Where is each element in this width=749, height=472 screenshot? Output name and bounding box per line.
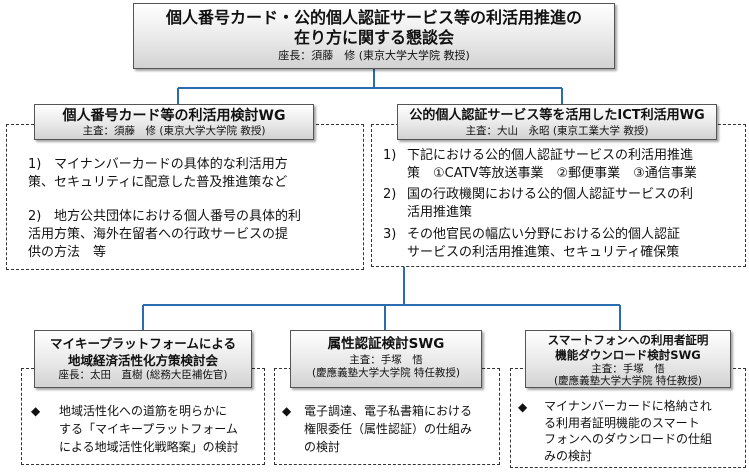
council-chair: 座長：須藤 修 (東京大学大学院 教授) xyxy=(278,49,470,62)
council-title-line1: 個人番号カード・公的個人認証サービス等の利活用推進の xyxy=(165,8,582,27)
wg1-item-1: 1) マイナンバーカードの具体的な利活用方 策、セキュリティに配意した普及推進策… xyxy=(28,157,288,190)
swg1-chair: 座長：太田 直樹 (総務大臣補佐官) xyxy=(58,369,228,381)
wg2-item-2: 2) 国の行政機関における公的個人認証サービスの利 活用推進策 xyxy=(383,187,694,220)
swg3-title-line2: 機能ダウンロード検討SWG xyxy=(555,348,701,362)
wg1-item-2: 2) 地方公共団体における個人番号の具体的利 活用方策、海外在留者への行政サービ… xyxy=(28,209,302,260)
swg1-title-line2: 地域経済活性化方策検討会 xyxy=(67,353,218,368)
wg2-header: 公的個人認証サービス等を活用したICT利活用WG 主査：大山 永昭 (東京工業大… xyxy=(397,104,717,140)
swg3-chair-line2: (慶應義塾大学大学院 特任教授) xyxy=(553,375,703,387)
swg2-chair-line2: (慶應義塾大学大学院 特任教授) xyxy=(311,367,461,379)
swg3-title-line1: スマートフォンへの利用者証明 xyxy=(547,333,709,347)
bullet-diamond-icon: ◆ xyxy=(282,404,292,418)
council-box: 個人番号カード・公的個人認証サービス等の利活用推進の 在り方に関する懇談会 座長… xyxy=(133,3,615,69)
swg2-title: 属性認証検討SWG xyxy=(327,336,445,352)
wg2-chair: 主査：大山 永昭 (東京工業大学 教授) xyxy=(465,125,649,137)
swg1-item: ◆ 地域活性化への道筋を明らかに する「マイキープラットフォーム による地域活性… xyxy=(31,404,239,454)
wg1-panel xyxy=(6,124,364,270)
wg1-header: 個人番号カード等の利活用検討WG 主査：須藤 修 (東京大学大学院 教授) xyxy=(34,104,314,140)
wg1-title: 個人番号カード等の利活用検討WG xyxy=(62,108,286,124)
swg3-header: スマートフォンへの利用者証明 機能ダウンロード検討SWG 主査：手塚 悟 (慶應… xyxy=(525,330,731,388)
swg3-chair-line1: 主査：手塚 悟 xyxy=(591,363,665,375)
swg2-chair-line1: 主査：手塚 悟 xyxy=(349,354,423,366)
wg2-item-3: 3) その他官民の幅広い分野における公的個人認証 サービスの利活用推進策、セキュ… xyxy=(383,227,681,260)
swg3-item: ◆ マイナンバーカードに格納され る利用者証明機能のスマート フォンへのダウンロ… xyxy=(518,399,713,463)
council-title-line2: 在り方に関する懇談会 xyxy=(293,28,454,47)
wg2-panel xyxy=(371,124,746,267)
swg1-header: マイキープラットフォームによる 地域経済活性化方策検討会 座長：太田 直樹 (総… xyxy=(34,330,252,388)
wg2-item-1: 1) 下記における公的個人認証サービスの利活用推進 策 ①CATV等放送事業 ②… xyxy=(383,148,697,181)
bullet-diamond-icon: ◆ xyxy=(31,404,41,418)
swg2-header: 属性認証検討SWG 主査：手塚 悟 (慶應義塾大学大学院 特任教授) xyxy=(290,330,482,388)
wg2-title: 公的個人認証サービス等を活用したICT利活用WG xyxy=(409,108,705,123)
wg1-chair: 主査：須藤 修 (東京大学大学院 教授) xyxy=(82,125,266,137)
swg1-title-line1: マイキープラットフォームによる xyxy=(49,336,236,351)
swg2-item: ◆ 電子調達、電子私書箱における 権限委任（属性認証）の仕組み の検討 xyxy=(282,404,473,454)
bullet-diamond-icon: ◆ xyxy=(518,400,528,414)
